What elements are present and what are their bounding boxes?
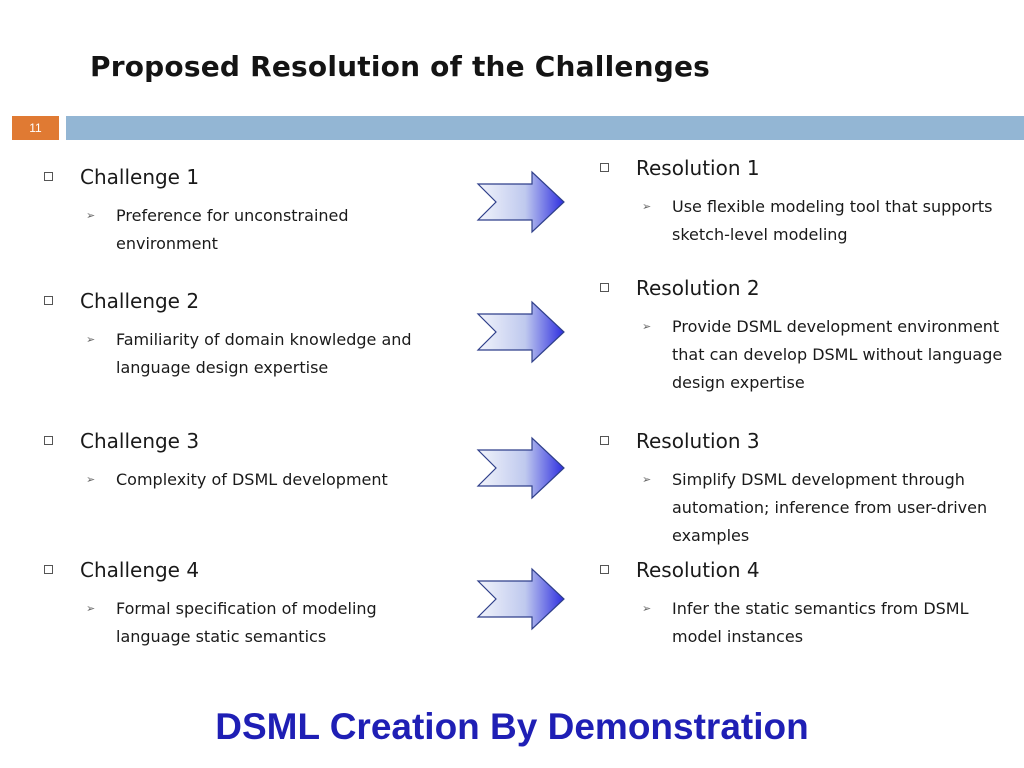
resolution-3-detail: ➢ Simplify DSML development through auto… — [600, 466, 1010, 550]
chevron-right-icon: ➢ — [642, 200, 652, 213]
challenge-3: Challenge 3 ➢ Complexity of DSML develop… — [44, 428, 444, 494]
challenge-3-detail: ➢ Complexity of DSML development — [44, 466, 444, 494]
resolution-4-title: Resolution 4 — [636, 558, 760, 582]
resolution-1-detail-text: Use flexible modeling tool that supports… — [672, 197, 993, 244]
hollow-square-icon — [44, 436, 53, 445]
challenge-4-heading: Challenge 4 — [44, 557, 444, 583]
hollow-square-icon — [44, 172, 53, 181]
block-arrow-right-icon — [476, 567, 565, 631]
challenge-2-detail-text: Familiarity of domain knowledge and lang… — [116, 330, 412, 377]
slide-title: Proposed Resolution of the Challenges — [90, 50, 710, 83]
chevron-right-icon: ➢ — [86, 209, 96, 222]
hollow-square-icon — [600, 436, 609, 445]
resolution-1: Resolution 1 ➢ Use flexible modeling too… — [600, 155, 1010, 249]
chevron-right-icon: ➢ — [86, 473, 96, 486]
resolution-2-heading: Resolution 2 — [600, 275, 1010, 301]
resolution-2: Resolution 2 ➢ Provide DSML development … — [600, 275, 1010, 397]
challenge-1-detail: ➢ Preference for unconstrained environme… — [44, 202, 444, 258]
challenge-4-detail: ➢ Formal specification of modeling langu… — [44, 595, 444, 651]
challenge-2-heading: Challenge 2 — [44, 288, 444, 314]
resolution-3-title: Resolution 3 — [636, 429, 760, 453]
challenge-1-detail-text: Preference for unconstrained environment — [116, 206, 349, 253]
challenge-2: Challenge 2 ➢ Familiarity of domain know… — [44, 288, 444, 382]
challenge-2-detail: ➢ Familiarity of domain knowledge and la… — [44, 326, 444, 382]
chevron-right-icon: ➢ — [86, 602, 96, 615]
resolution-2-detail-text: Provide DSML development environment tha… — [672, 317, 1003, 392]
resolution-1-heading: Resolution 1 — [600, 155, 1010, 181]
resolution-4-detail: ➢ Infer the static semantics from DSML m… — [600, 595, 1010, 651]
challenge-4-detail-text: Formal specification of modeling languag… — [116, 599, 377, 646]
challenge-4-title: Challenge 4 — [80, 558, 200, 582]
chevron-right-icon: ➢ — [86, 333, 96, 346]
hollow-square-icon — [600, 163, 609, 172]
challenge-3-heading: Challenge 3 — [44, 428, 444, 454]
header-divider-bar — [66, 116, 1024, 140]
hollow-square-icon — [44, 296, 53, 305]
resolution-3-detail-text: Simplify DSML development through automa… — [672, 470, 988, 545]
resolution-3: Resolution 3 ➢ Simplify DSML development… — [600, 428, 1010, 550]
block-arrow-right-icon — [476, 300, 565, 364]
block-arrow-right-icon — [476, 436, 565, 500]
resolution-4: Resolution 4 ➢ Infer the static semantic… — [600, 557, 1010, 651]
challenge-1-title: Challenge 1 — [80, 165, 200, 189]
challenge-2-title: Challenge 2 — [80, 289, 200, 313]
resolution-2-detail: ➢ Provide DSML development environment t… — [600, 313, 1010, 397]
block-arrow-right-icon — [476, 170, 565, 234]
resolution-1-detail: ➢ Use flexible modeling tool that suppor… — [600, 193, 1010, 249]
chevron-right-icon: ➢ — [642, 602, 652, 615]
hollow-square-icon — [600, 565, 609, 574]
resolution-1-title: Resolution 1 — [636, 156, 760, 180]
challenge-1: Challenge 1 ➢ Preference for unconstrain… — [44, 164, 444, 258]
challenge-3-detail-text: Complexity of DSML development — [116, 470, 388, 489]
resolution-3-heading: Resolution 3 — [600, 428, 1010, 454]
challenge-3-title: Challenge 3 — [80, 429, 200, 453]
resolution-4-heading: Resolution 4 — [600, 557, 1010, 583]
resolution-2-title: Resolution 2 — [636, 276, 760, 300]
chevron-right-icon: ➢ — [642, 320, 652, 333]
resolution-4-detail-text: Infer the static semantics from DSML mod… — [672, 599, 969, 646]
hollow-square-icon — [44, 565, 53, 574]
slide-number: 11 — [12, 116, 59, 140]
hollow-square-icon — [600, 283, 609, 292]
footer-title: DSML Creation By Demonstration — [215, 706, 809, 747]
chevron-right-icon: ➢ — [642, 473, 652, 486]
challenge-4: Challenge 4 ➢ Formal specification of mo… — [44, 557, 444, 651]
challenge-1-heading: Challenge 1 — [44, 164, 444, 190]
